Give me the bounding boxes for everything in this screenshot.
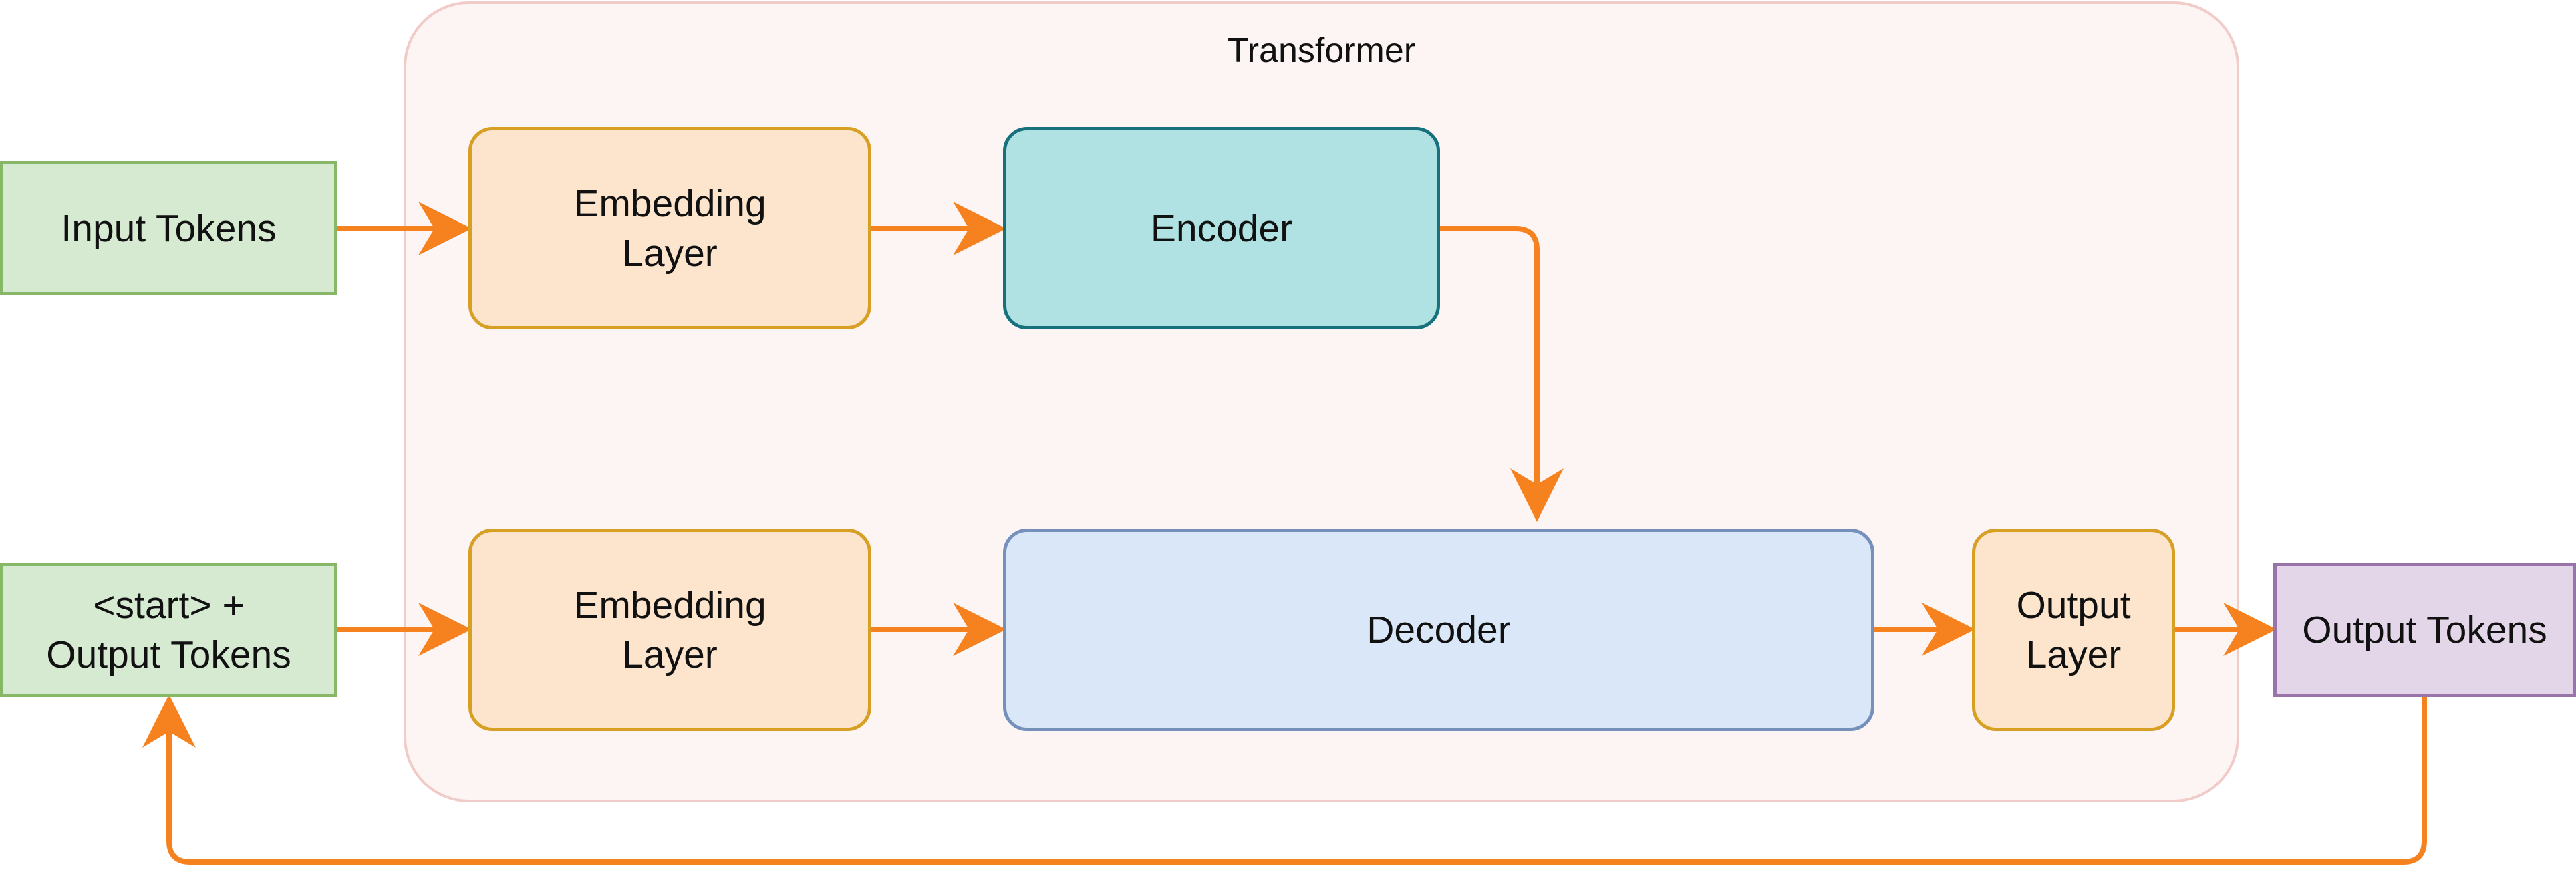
edge-encoder-to-decoder: [1440, 226, 1564, 522]
decoder-node[interactable]: Decoder: [1003, 529, 1874, 731]
encoder-node[interactable]: Encoder: [1003, 127, 1440, 329]
embedding-layer-top-label: Embedding Layer: [573, 182, 766, 275]
output-tokens-node[interactable]: Output Tokens: [2273, 563, 2576, 697]
input-tokens-node[interactable]: Input Tokens: [0, 161, 337, 295]
start-output-tokens-label: <start> + Output Tokens: [46, 583, 291, 676]
output-layer-label: Output Layer: [2016, 583, 2131, 676]
input-tokens-label: Input Tokens: [61, 206, 277, 250]
embedding-layer-bottom-node[interactable]: Embedding Layer: [468, 529, 871, 731]
encoder-label: Encoder: [1150, 206, 1293, 250]
output-layer-node[interactable]: Output Layer: [1972, 529, 2175, 731]
embedding-layer-top-node[interactable]: Embedding Layer: [468, 127, 871, 329]
decoder-label: Decoder: [1367, 608, 1511, 651]
start-output-tokens-node[interactable]: <start> + Output Tokens: [0, 563, 337, 697]
transformer-group-title: Transformer: [1227, 31, 1416, 70]
output-tokens-label: Output Tokens: [2302, 608, 2547, 651]
edge-feedback-loop: [142, 694, 2427, 865]
embedding-layer-bottom-label: Embedding Layer: [573, 583, 766, 676]
